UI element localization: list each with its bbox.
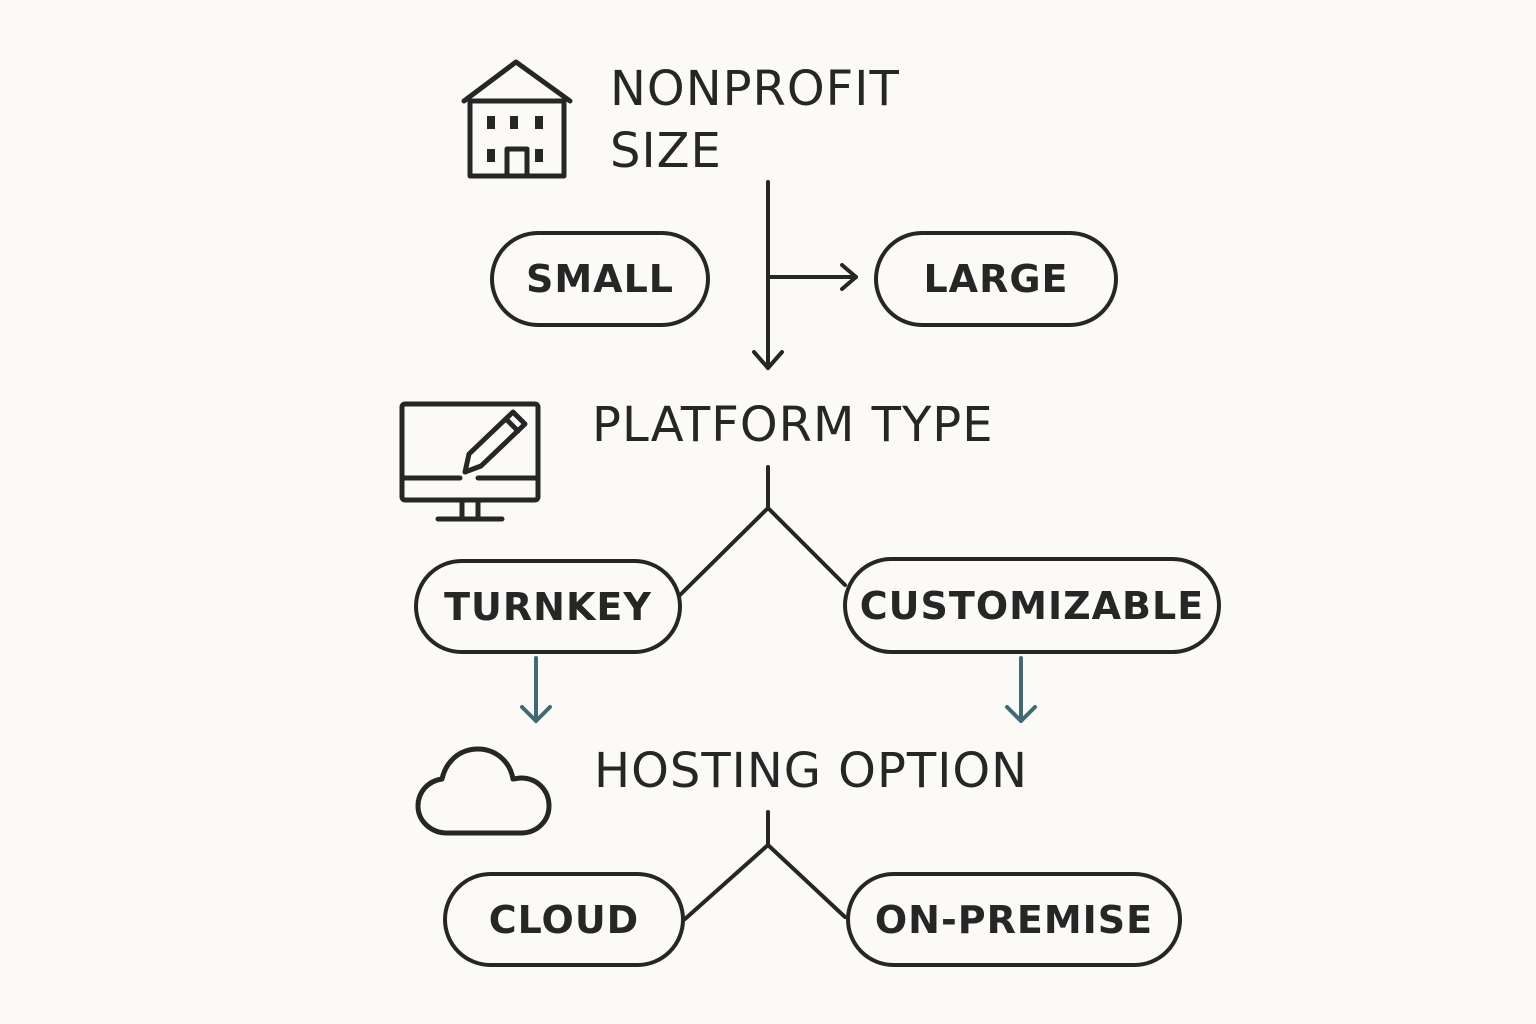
accent-arrows — [520, 656, 1037, 723]
option-customizable: CUSTOMIZABLE — [843, 557, 1221, 654]
size-connector — [752, 180, 858, 370]
option-turnkey: TURNKEY — [414, 559, 682, 654]
platform-type-title: PLATFORM TYPE — [592, 397, 994, 453]
platform-connector — [678, 465, 847, 597]
nonprofit-size-title-line2: SIZE — [610, 123, 722, 179]
hosting-connector — [683, 810, 847, 921]
option-cloud: CLOUD — [443, 872, 685, 967]
option-on-premise: ON-PREMISE — [846, 872, 1182, 967]
cloud-icon — [415, 746, 552, 836]
monitor-pencil-icon — [399, 401, 541, 522]
option-small: SMALL — [490, 231, 710, 327]
hosting-option-title: HOSTING OPTION — [594, 743, 1029, 799]
building-icon — [461, 59, 573, 179]
nonprofit-size-title-line1: NONPROFIT — [610, 61, 900, 117]
nonprofit-size-title: NONPROFIT SIZE — [610, 58, 900, 182]
option-large: LARGE — [874, 231, 1118, 327]
